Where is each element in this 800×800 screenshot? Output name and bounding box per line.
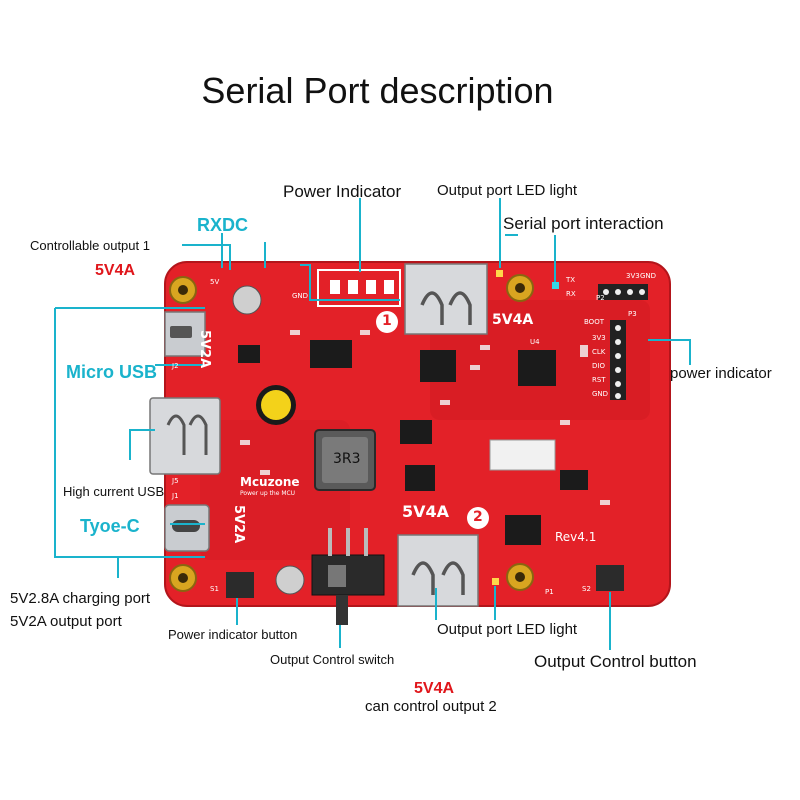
board-revision: Rev4.1 xyxy=(555,530,597,544)
header-pin-label: GND xyxy=(640,272,657,280)
capacitor xyxy=(275,565,305,595)
silk-label: GND xyxy=(292,292,309,300)
header-pin-label: TX xyxy=(566,276,576,284)
silk-label: J1 xyxy=(172,492,179,500)
pin-label: CLK xyxy=(592,348,606,356)
silk-label: U4 xyxy=(530,338,540,346)
callout-lines xyxy=(54,198,691,650)
header-pin-label: RX xyxy=(566,290,576,298)
port-number-1-text: 1 xyxy=(382,313,392,329)
label-output-control-button: Output Control button xyxy=(534,652,697,671)
output-control-button xyxy=(596,565,624,591)
board-brand-sub: Power up the MCU xyxy=(240,490,296,497)
silk-label: S2 xyxy=(582,585,591,593)
white-component xyxy=(489,439,556,471)
label-output-control-switch: Output Control switch xyxy=(270,652,395,667)
page-title: Serial Port description xyxy=(201,70,554,111)
pcb-shade xyxy=(200,420,350,560)
silk-label: 5V xyxy=(210,278,220,286)
power-indicator-button xyxy=(226,572,254,598)
label-micro-usb: Micro USB xyxy=(66,362,158,382)
port2-rating: 5V4A xyxy=(402,502,450,521)
label-high-current-usb: High current USB xyxy=(63,484,165,499)
swd-header xyxy=(610,320,626,400)
ic-chip xyxy=(238,340,588,545)
silk-label: J2 xyxy=(172,362,179,370)
silk-label: P1 xyxy=(545,588,554,596)
silk-label: P2 xyxy=(596,294,605,302)
label-output-led-bottom: Output port LED light xyxy=(437,621,578,638)
label-5v4a-left: 5V4A xyxy=(95,262,136,279)
capacitor xyxy=(232,285,262,315)
label-power-indicator-right: power indicator xyxy=(670,365,772,382)
port-number-2 xyxy=(467,507,489,529)
pin-label: RST xyxy=(592,376,606,384)
port-number-2-text: 2 xyxy=(473,509,483,525)
silk-label: J5 xyxy=(172,477,179,485)
label-power-indicator: Power Indicator xyxy=(283,182,402,201)
pin-label: BOOT xyxy=(584,318,604,326)
label-5v4a-bottom: 5V4A xyxy=(414,680,455,697)
label-output-led-top: Output port LED light xyxy=(437,182,578,199)
pin-label: GND xyxy=(592,390,609,398)
header-pin-label: 3V3 xyxy=(626,272,640,280)
label-can-control-output-2: can control output 2 xyxy=(365,698,497,715)
silk-label: S1 xyxy=(210,585,219,593)
serial-header xyxy=(598,284,648,300)
label-type-c: Tyoe-C xyxy=(80,516,140,536)
output-control-switch xyxy=(311,554,385,596)
pin-label: 3V3 xyxy=(592,334,606,342)
silk-label: P3 xyxy=(628,310,637,318)
side-rating-bottom: 5V2A xyxy=(231,505,246,544)
label-controllable-output-1: Controllable output 1 xyxy=(30,238,150,253)
label-power-indicator-button: Power indicator button xyxy=(168,627,298,642)
usb-port-1 xyxy=(404,263,488,335)
label-serial-interaction: Serial port interaction xyxy=(503,214,664,233)
port-number-1 xyxy=(376,311,398,333)
inductor-label: 3R3 xyxy=(333,451,361,467)
led-top xyxy=(496,270,503,277)
label-output-port-2a: 5V2A output port xyxy=(10,613,122,630)
label-charging-port: 5V2.8A charging port xyxy=(10,590,151,607)
side-rating-top: 5V2A xyxy=(197,330,212,369)
board-brand: Mcuzone xyxy=(240,475,300,489)
pin-label: DIO xyxy=(592,362,605,370)
usb-port-2 xyxy=(397,534,479,607)
led-serial xyxy=(552,282,559,289)
port1-rating: 5V4A xyxy=(492,312,534,328)
label-rxdc: RXDC xyxy=(197,215,249,235)
led-bottom xyxy=(492,578,499,585)
